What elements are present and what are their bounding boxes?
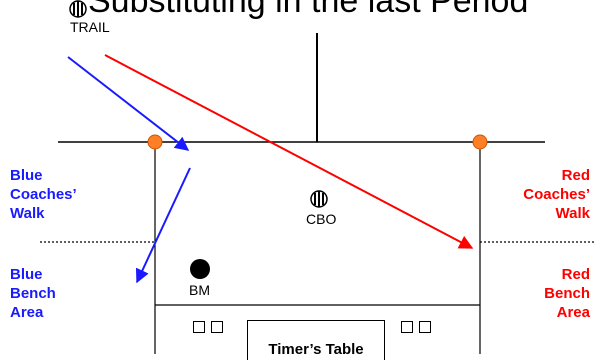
bm-label: BM — [189, 282, 210, 298]
blue-coaches-walk-label: Blue Coaches’ Walk — [10, 167, 77, 222]
player-dot-icon — [190, 259, 210, 279]
blue-bench-area-label: Blue Bench Area — [10, 266, 56, 321]
chair-box-icon — [401, 321, 413, 333]
red-coaches-walk-label: Red Coaches’ Walk — [523, 167, 590, 222]
chair-box-icon — [193, 321, 205, 333]
chair-box-icon — [419, 321, 431, 333]
cbo-label: CBO — [306, 211, 337, 227]
referee-striped-icon — [310, 190, 328, 208]
trail-label: TRAIL — [70, 19, 110, 35]
timers-table-label: Timer’s Table — [268, 341, 364, 358]
blue-arrow-bench — [135, 167, 191, 284]
red-bench-area-label: Red Bench Area — [544, 266, 590, 321]
referee-striped-icon — [69, 0, 87, 18]
red-arrow — [104, 54, 474, 249]
page-title: Substituting in the last Period — [88, 0, 529, 20]
orange-dot-icon — [472, 134, 488, 150]
blue-arrow-trail — [67, 56, 190, 151]
orange-dot-icon — [147, 134, 163, 150]
chair-box-icon — [211, 321, 223, 333]
timers-table: Timer’s Table — [247, 320, 385, 360]
